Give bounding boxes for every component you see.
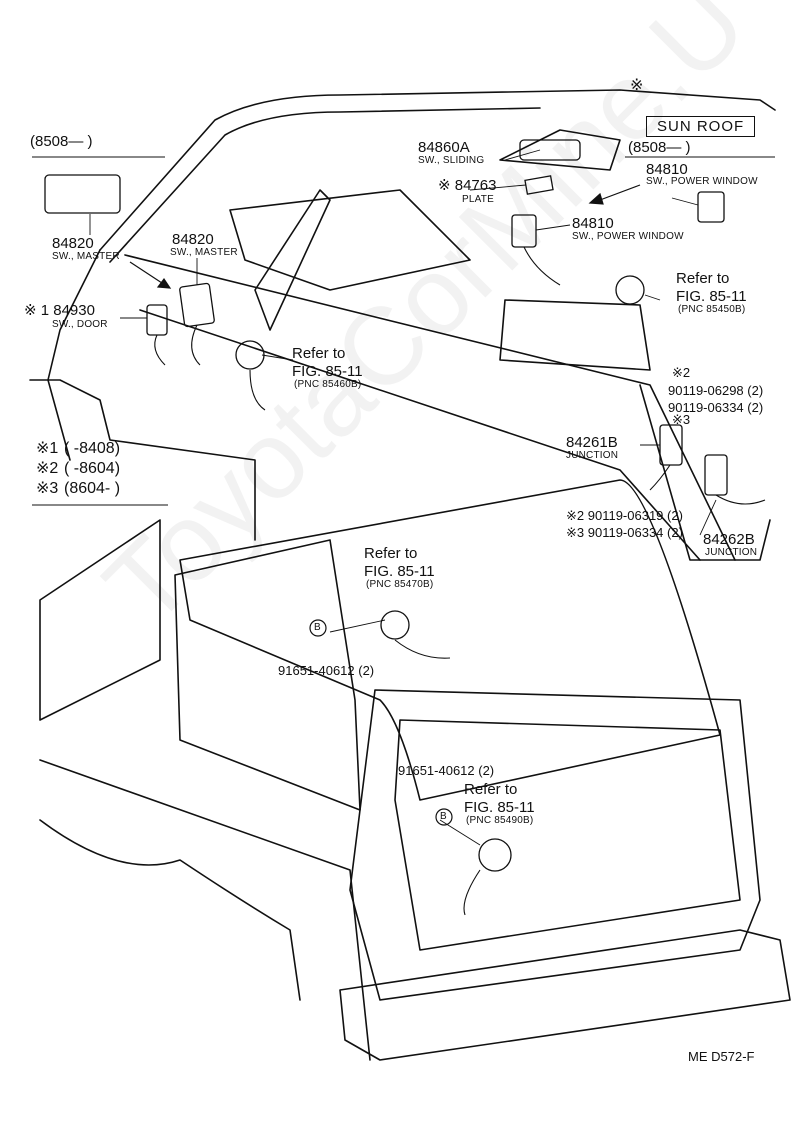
wire-3	[523, 246, 561, 286]
ref-85460b-refer: Refer to	[292, 345, 346, 362]
ref-85460b-pnc: (PNC 85460B)	[294, 379, 362, 390]
lock-actuator-2	[615, 275, 645, 305]
note-2-mark: ※2	[36, 460, 59, 477]
wire-8	[715, 494, 766, 505]
part-84860a-number: 84860A	[418, 139, 470, 156]
note-3-range: (8604- )	[64, 480, 121, 497]
fastener-1-mark: ※2	[672, 365, 691, 380]
wire-1	[191, 324, 201, 366]
wire-6	[463, 869, 481, 916]
wire-7	[649, 464, 671, 491]
van-door-frame	[229, 189, 471, 291]
ref-85450b-pnc: (PNC 85450B)	[678, 304, 746, 315]
diagram-code: ME D572-F	[688, 1049, 755, 1064]
ref-85470b-refer: Refer to	[364, 545, 418, 562]
fastener-90119-06298: 90119-06298 (2)	[668, 383, 764, 398]
power-window-switch-sunroof	[697, 191, 725, 223]
part-84810-number-a: 84810	[572, 215, 614, 232]
part-84930-number: ※ 1 84930	[24, 302, 95, 319]
part-84262b-name: JUNCTION	[705, 547, 758, 558]
fastener-2-mark: ※3	[672, 412, 691, 427]
note-3-mark: ※3	[36, 480, 59, 497]
b-marker-label-1: B	[314, 622, 321, 633]
ref-85490b-refer: Refer to	[464, 781, 518, 798]
wire-5	[394, 639, 451, 659]
ref-85470b-fig: FIG. 85-11	[364, 563, 435, 580]
van-roofline-inner	[109, 107, 541, 263]
van-tailgate	[349, 689, 761, 1001]
b-marker-label-2: B	[440, 811, 447, 822]
sunroof-label: SUN ROOF	[646, 116, 756, 137]
part-84930-name: SW., DOOR	[52, 319, 108, 330]
ref-85490b-fig: FIG. 85-11	[464, 799, 535, 816]
van-roof-outline	[99, 89, 776, 251]
part-84820-number-a: 84820	[52, 235, 94, 252]
ref-85450b-refer: Refer to	[676, 270, 730, 287]
van-side-panel	[29, 379, 256, 541]
part-84262b-number: 84262B	[703, 531, 755, 548]
part-84860a-name: SW., SLIDING	[418, 155, 485, 166]
part-84810-name-b: SW., POWER WINDOW	[646, 176, 758, 187]
master-switch-top	[44, 174, 121, 214]
lock-actuator-3	[380, 610, 410, 640]
range-top-left: (8508— )	[30, 133, 93, 150]
plate	[524, 175, 554, 195]
sunroof-range: (8508— )	[628, 139, 691, 156]
ref-85450b-fig: FIG. 85-11	[676, 288, 747, 305]
ref-85460b-fig: FIG. 85-11	[292, 363, 363, 380]
part-84820-number-b: 84820	[172, 231, 214, 248]
van-side-top	[47, 249, 101, 461]
fastener-90119-06334-b: ※3 90119-06334 (2)	[566, 525, 683, 540]
lock-actuator-4	[478, 838, 512, 872]
part-84810-number-b: 84810	[646, 161, 688, 178]
fastener-90119-06319: ※2 90119-06319 (2)	[566, 508, 683, 523]
door-switch	[146, 304, 168, 336]
note-2-range: ( -8604)	[64, 460, 121, 477]
lock-actuator-1	[235, 340, 265, 370]
van-side-window-2	[174, 539, 361, 811]
bolt-91651-40612-a: 91651-40612 (2)	[278, 663, 375, 678]
van-wheel-arch	[39, 819, 301, 1001]
van-rear-side-window	[499, 299, 651, 371]
b-marker-1	[309, 619, 327, 637]
van-rear-top	[139, 309, 701, 561]
arrow-to-power-switch	[599, 184, 641, 201]
part-84261b-number: 84261B	[566, 434, 618, 451]
van-pillar-b	[254, 189, 331, 331]
part-84763-number: ※ 84763	[438, 177, 497, 194]
van-side-window-1	[39, 519, 161, 721]
van-lower-body	[39, 759, 371, 1061]
part-84261b-name: JUNCTION	[566, 450, 619, 461]
sunroof-mark: ※	[630, 77, 644, 94]
ref-85470b-pnc: (PNC 85470B)	[366, 579, 434, 590]
arrow-to-door-switch	[129, 261, 166, 286]
note-1-range: ( -8408)	[64, 440, 121, 457]
van-bumper	[339, 929, 791, 1061]
sliding-switch	[519, 139, 581, 161]
junction-84262b	[704, 454, 728, 496]
ref-85490b-pnc: (PNC 85490B)	[466, 815, 534, 826]
van-side-long	[124, 254, 736, 561]
wire-2	[154, 334, 166, 366]
note-1-mark: ※1	[36, 440, 59, 457]
b-marker-2	[435, 808, 453, 826]
master-switch-door	[179, 282, 215, 328]
van-tailgate-inner	[394, 719, 741, 951]
part-84820-name-a: SW., MASTER	[52, 251, 120, 262]
fastener-90119-06334-a: 90119-06334 (2)	[668, 400, 764, 415]
part-84763-name: PLATE	[462, 194, 494, 205]
wire-4	[249, 369, 266, 411]
bolt-91651-40612-b: 91651-40612 (2)	[398, 763, 495, 778]
part-84810-name-a: SW., POWER WINDOW	[572, 231, 684, 242]
part-84820-name-b: SW., MASTER	[170, 247, 238, 258]
van-rear-window	[179, 479, 721, 801]
